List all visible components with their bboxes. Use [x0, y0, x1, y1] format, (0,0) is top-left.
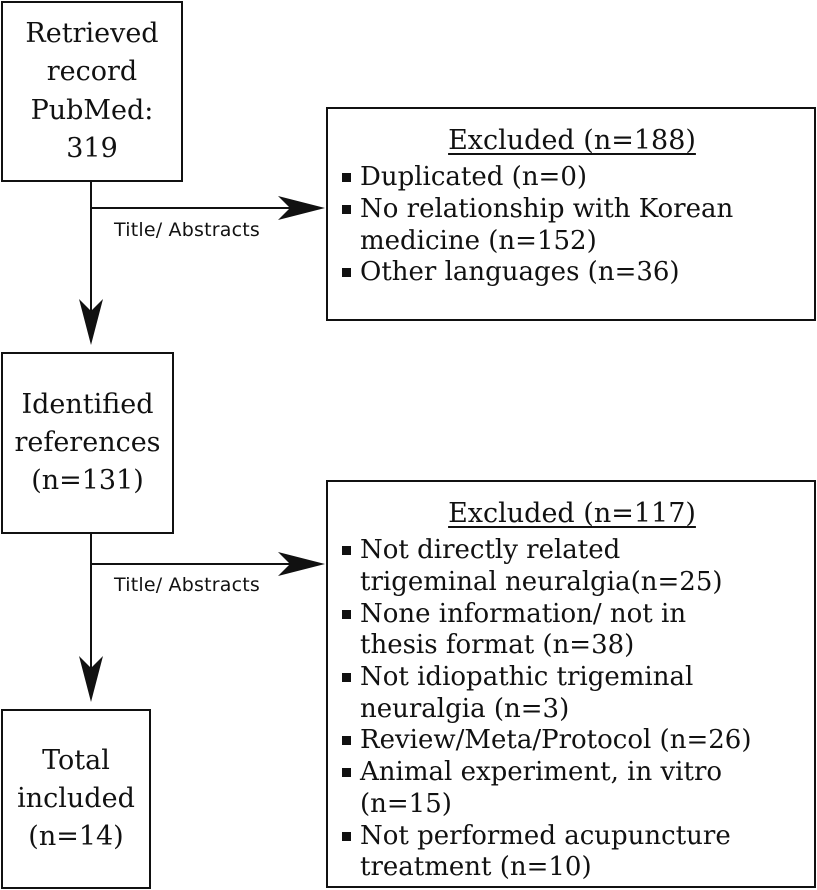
arrowhead-right-2: [278, 552, 325, 576]
arrowhead-right-1: [278, 196, 325, 220]
excluded-item: Review/Meta/Protocol (n=26): [340, 725, 764, 757]
retrieved-line-2: record: [46, 56, 138, 88]
identified-references-box: Identified references (n=131): [1, 352, 174, 534]
excluded-item: Not idiopathic trigeminal neuralgia (n=3…: [340, 662, 764, 725]
identified-line-1: Identified: [21, 388, 154, 420]
identified-line-3: (n=131): [31, 465, 144, 497]
total-included-box: Total included (n=14): [1, 709, 151, 889]
total-line-1: Total: [42, 744, 110, 776]
identified-line-2: references: [14, 426, 161, 458]
excluded-title-2: Excluded (n=117): [448, 498, 696, 529]
total-line-3: (n=14): [28, 821, 124, 853]
excluded-box-2: Excluded (n=117) Not directly related tr…: [326, 480, 816, 888]
excluded-list-2: Not directly related trigeminal neuralgi…: [340, 535, 804, 884]
excluded-item: None information/ not in thesis format (…: [340, 599, 764, 662]
edge-label-title-abstracts-2: Title/ Abstracts: [114, 574, 261, 596]
retrieved-record-box: Retrieved record PubMed: 319: [1, 1, 183, 182]
edge-label-title-abstracts-1: Title/ Abstracts: [114, 219, 261, 241]
total-line-2: included: [17, 782, 135, 814]
excluded-title-1: Excluded (n=188): [448, 125, 696, 156]
retrieved-line-3: PubMed: 319: [30, 94, 154, 164]
excluded-item: Not directly related trigeminal neuralgi…: [340, 535, 764, 598]
retrieved-line-1: Retrieved: [25, 17, 159, 49]
excluded-item: Other languages (n=36): [340, 257, 804, 289]
arrowhead-down-2: [79, 656, 103, 702]
excluded-list-1: Duplicated (n=0) No relationship with Ko…: [340, 162, 804, 289]
arrowhead-down-1: [79, 299, 103, 345]
excluded-item: Animal experiment, in vitro (n=15): [340, 757, 764, 820]
excluded-box-1: Excluded (n=188) Duplicated (n=0) No rel…: [326, 107, 816, 321]
excluded-item: No relationship with Korean medicine (n=…: [340, 194, 804, 257]
excluded-item: Duplicated (n=0): [340, 162, 804, 194]
excluded-item: Not performed acupuncture treatment (n=1…: [340, 821, 764, 884]
